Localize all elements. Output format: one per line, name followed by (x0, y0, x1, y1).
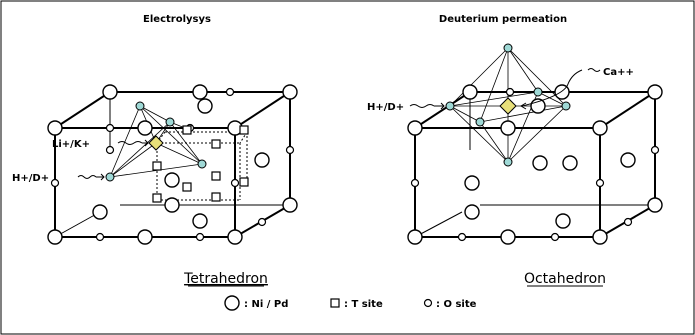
li-k-label: Li+/K+ (52, 139, 90, 150)
tetrahedron-figure (47, 84, 298, 245)
left-h-d-label: H+/D+ (12, 173, 49, 184)
octahedron-figure (407, 43, 663, 245)
t-site-legend-label: : T site (344, 299, 383, 310)
left-panel-title: Electrolysys (143, 14, 211, 25)
ca-label: Ca++ (603, 67, 634, 78)
o-site-legend-symbol (423, 298, 433, 308)
right-h-d-label: H+/D+ (367, 102, 404, 113)
o-site-legend-label: : O site (436, 299, 477, 310)
ni-pd-legend-symbol (224, 295, 240, 311)
legend: : Ni / Pd : T site : O site (224, 295, 477, 311)
right-panel-title: Deuterium permeation (439, 14, 567, 25)
t-site-legend-symbol (330, 298, 340, 308)
octahedron-caption: Octahedron (524, 271, 606, 287)
tetrahedron-caption: Tetrahedron (183, 271, 268, 287)
ni-pd-legend-label: : Ni / Pd (244, 299, 288, 310)
